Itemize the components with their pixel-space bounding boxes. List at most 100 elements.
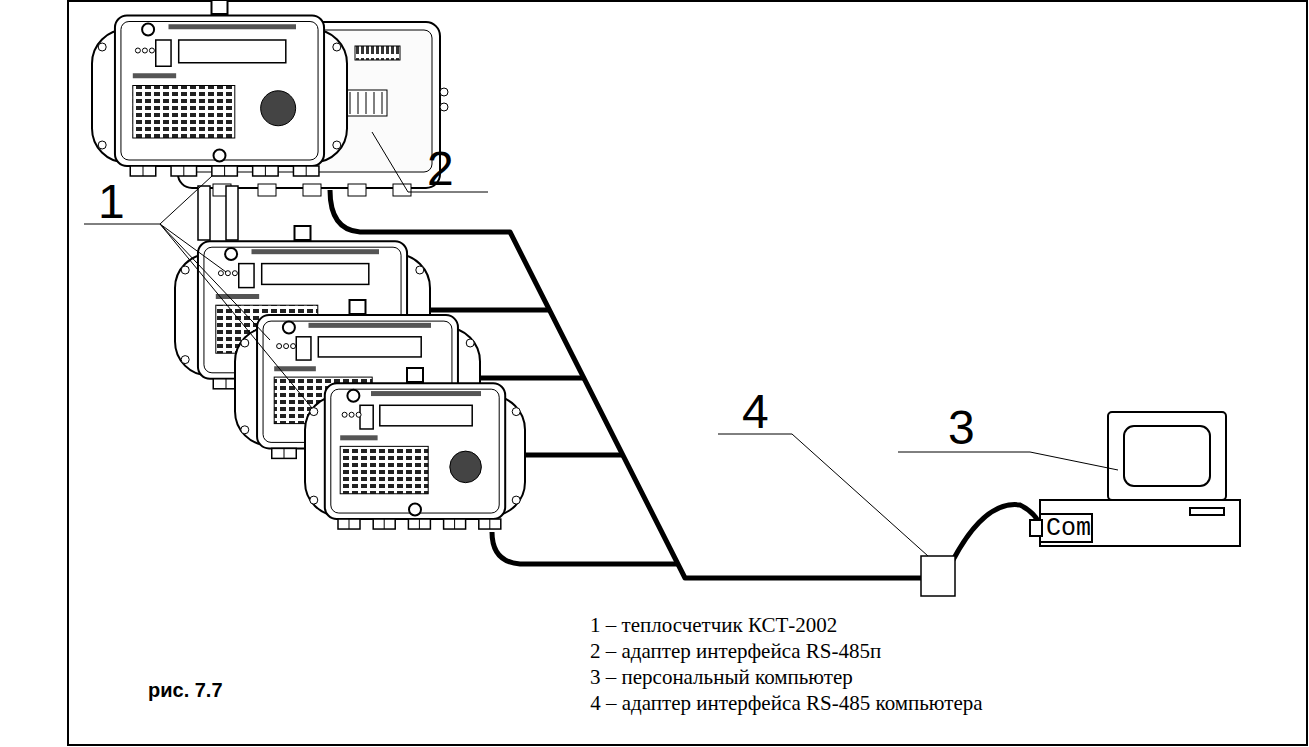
meter-part [366,92,367,114]
meter-part [212,0,228,14]
callout-number: 1 [98,178,125,226]
meter-part [450,451,482,483]
meter-part [258,184,276,196]
frame [68,1,1307,745]
meter-part [291,344,296,349]
meter-part [416,266,424,274]
meter-part [284,344,289,349]
meter-part [283,322,295,334]
meter-part [156,40,171,66]
callout-number: 2 [427,145,454,193]
meter-part [142,24,154,36]
meter-part [325,383,505,519]
meter-part [512,496,520,504]
meter-part [121,22,318,161]
meter-part [252,249,380,254]
key-entry: 4 – адаптер интерфейса RS-485 компьютера [585,691,983,716]
meter-part [181,266,189,274]
meter-part [349,412,354,417]
meter-part [171,166,197,176]
meter-part [232,271,237,276]
meter-part [133,86,235,139]
figure-label: рис. 7.7 [148,678,223,702]
connecting-pipes [198,186,238,240]
key-entry: 1 – теплосчетчик КСТ-2002 [590,613,837,638]
meter-part [440,88,448,96]
meter-part [224,166,225,176]
meter-part [444,519,466,529]
meter-part [355,46,400,60]
meter-part [382,92,383,114]
meter-part [408,519,430,529]
meter-part [98,141,106,149]
meter-part [340,446,428,493]
meter-part [347,390,359,402]
key-entry: 3 – персональный компьютер [590,665,853,690]
meter-part [345,90,387,116]
pc-adapter [921,556,955,596]
meter-part [338,519,360,529]
meter-part [419,519,420,529]
meter-part [479,519,501,529]
meter-part [225,271,230,276]
meter-part [296,337,311,360]
port-label: Com [1046,516,1091,541]
meter-part [309,323,432,328]
pc-cable [953,505,1042,560]
meter-part [440,103,448,111]
meter-part [181,356,189,364]
meter-part [272,448,297,458]
meter-part [342,412,347,417]
meter-part [489,519,490,529]
meter-part [380,405,472,426]
meter-part [350,300,366,314]
meter-part [241,426,249,434]
meter-part [262,264,369,285]
meter-part [261,91,296,126]
meter-part [284,448,285,458]
meter-part [333,43,341,51]
meter-part [331,389,499,513]
meter-part [142,48,147,53]
meter-part [115,16,324,167]
meter-part [226,186,238,240]
meter-part [277,344,282,349]
key-entry: 2 – адаптер интерфейса RS-485п [590,639,881,664]
meter-part [225,248,237,260]
meter-part [407,368,423,382]
meter-part [212,166,238,176]
meter-part [333,141,341,149]
meter-part [218,271,223,276]
meter-part [384,519,385,529]
meter-part [371,391,481,396]
meter-part [393,184,411,196]
meter-part [306,166,307,176]
meter-part [98,43,106,51]
meter-part [310,408,318,416]
meter-part [214,150,226,162]
heat-meter [92,0,347,176]
meter-part [350,92,351,114]
meter-part [454,519,455,529]
meter-part [303,184,321,196]
meter-part [348,184,366,196]
leader-lines [84,132,1118,556]
meter-part [143,166,144,176]
meter-part [340,435,377,440]
meter-part [133,73,176,78]
meter-part [373,519,395,529]
meter-part [466,339,474,347]
meter-part [360,405,373,429]
meter-part [374,92,375,114]
meter-part [310,496,318,504]
meter-part [241,339,249,347]
meter-part [169,24,297,29]
meter-part [130,166,156,176]
callout-number: 4 [742,388,769,436]
meter-part [265,166,266,176]
meter-part [198,186,210,240]
meter-part [135,48,140,53]
meter-part [226,379,227,389]
callout-number: 3 [948,404,975,452]
meter-part [293,166,319,176]
